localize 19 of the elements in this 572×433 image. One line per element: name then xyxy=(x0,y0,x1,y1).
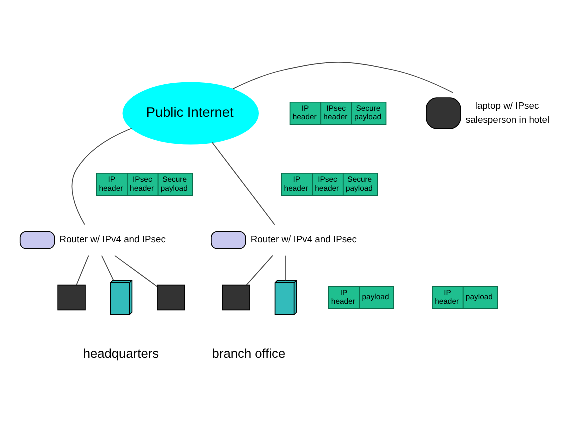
node-label: Router w/ IPv4 and IPsec xyxy=(60,234,166,245)
label: payload xyxy=(362,292,390,302)
label: IP header xyxy=(292,104,317,122)
label: IPsec header xyxy=(130,175,154,193)
node-label: salesperson in hotel xyxy=(466,114,550,125)
label: IP header xyxy=(331,288,356,306)
node-label: Router w/ IPv4 and IPsec xyxy=(250,234,358,245)
label: payload xyxy=(466,292,493,302)
label: Secure payload xyxy=(346,175,373,193)
label: IPsec header xyxy=(315,175,340,193)
label: IPsec header xyxy=(324,104,348,122)
label: Secure payload xyxy=(160,175,188,193)
label: branch office xyxy=(212,346,286,362)
label: IP header xyxy=(435,288,460,306)
label: Secure payload xyxy=(354,104,382,122)
label: headquarters xyxy=(83,346,160,362)
node-label: laptop w/ IPsec xyxy=(475,100,540,112)
label: IP header xyxy=(284,175,308,193)
label: IP header xyxy=(99,175,124,193)
